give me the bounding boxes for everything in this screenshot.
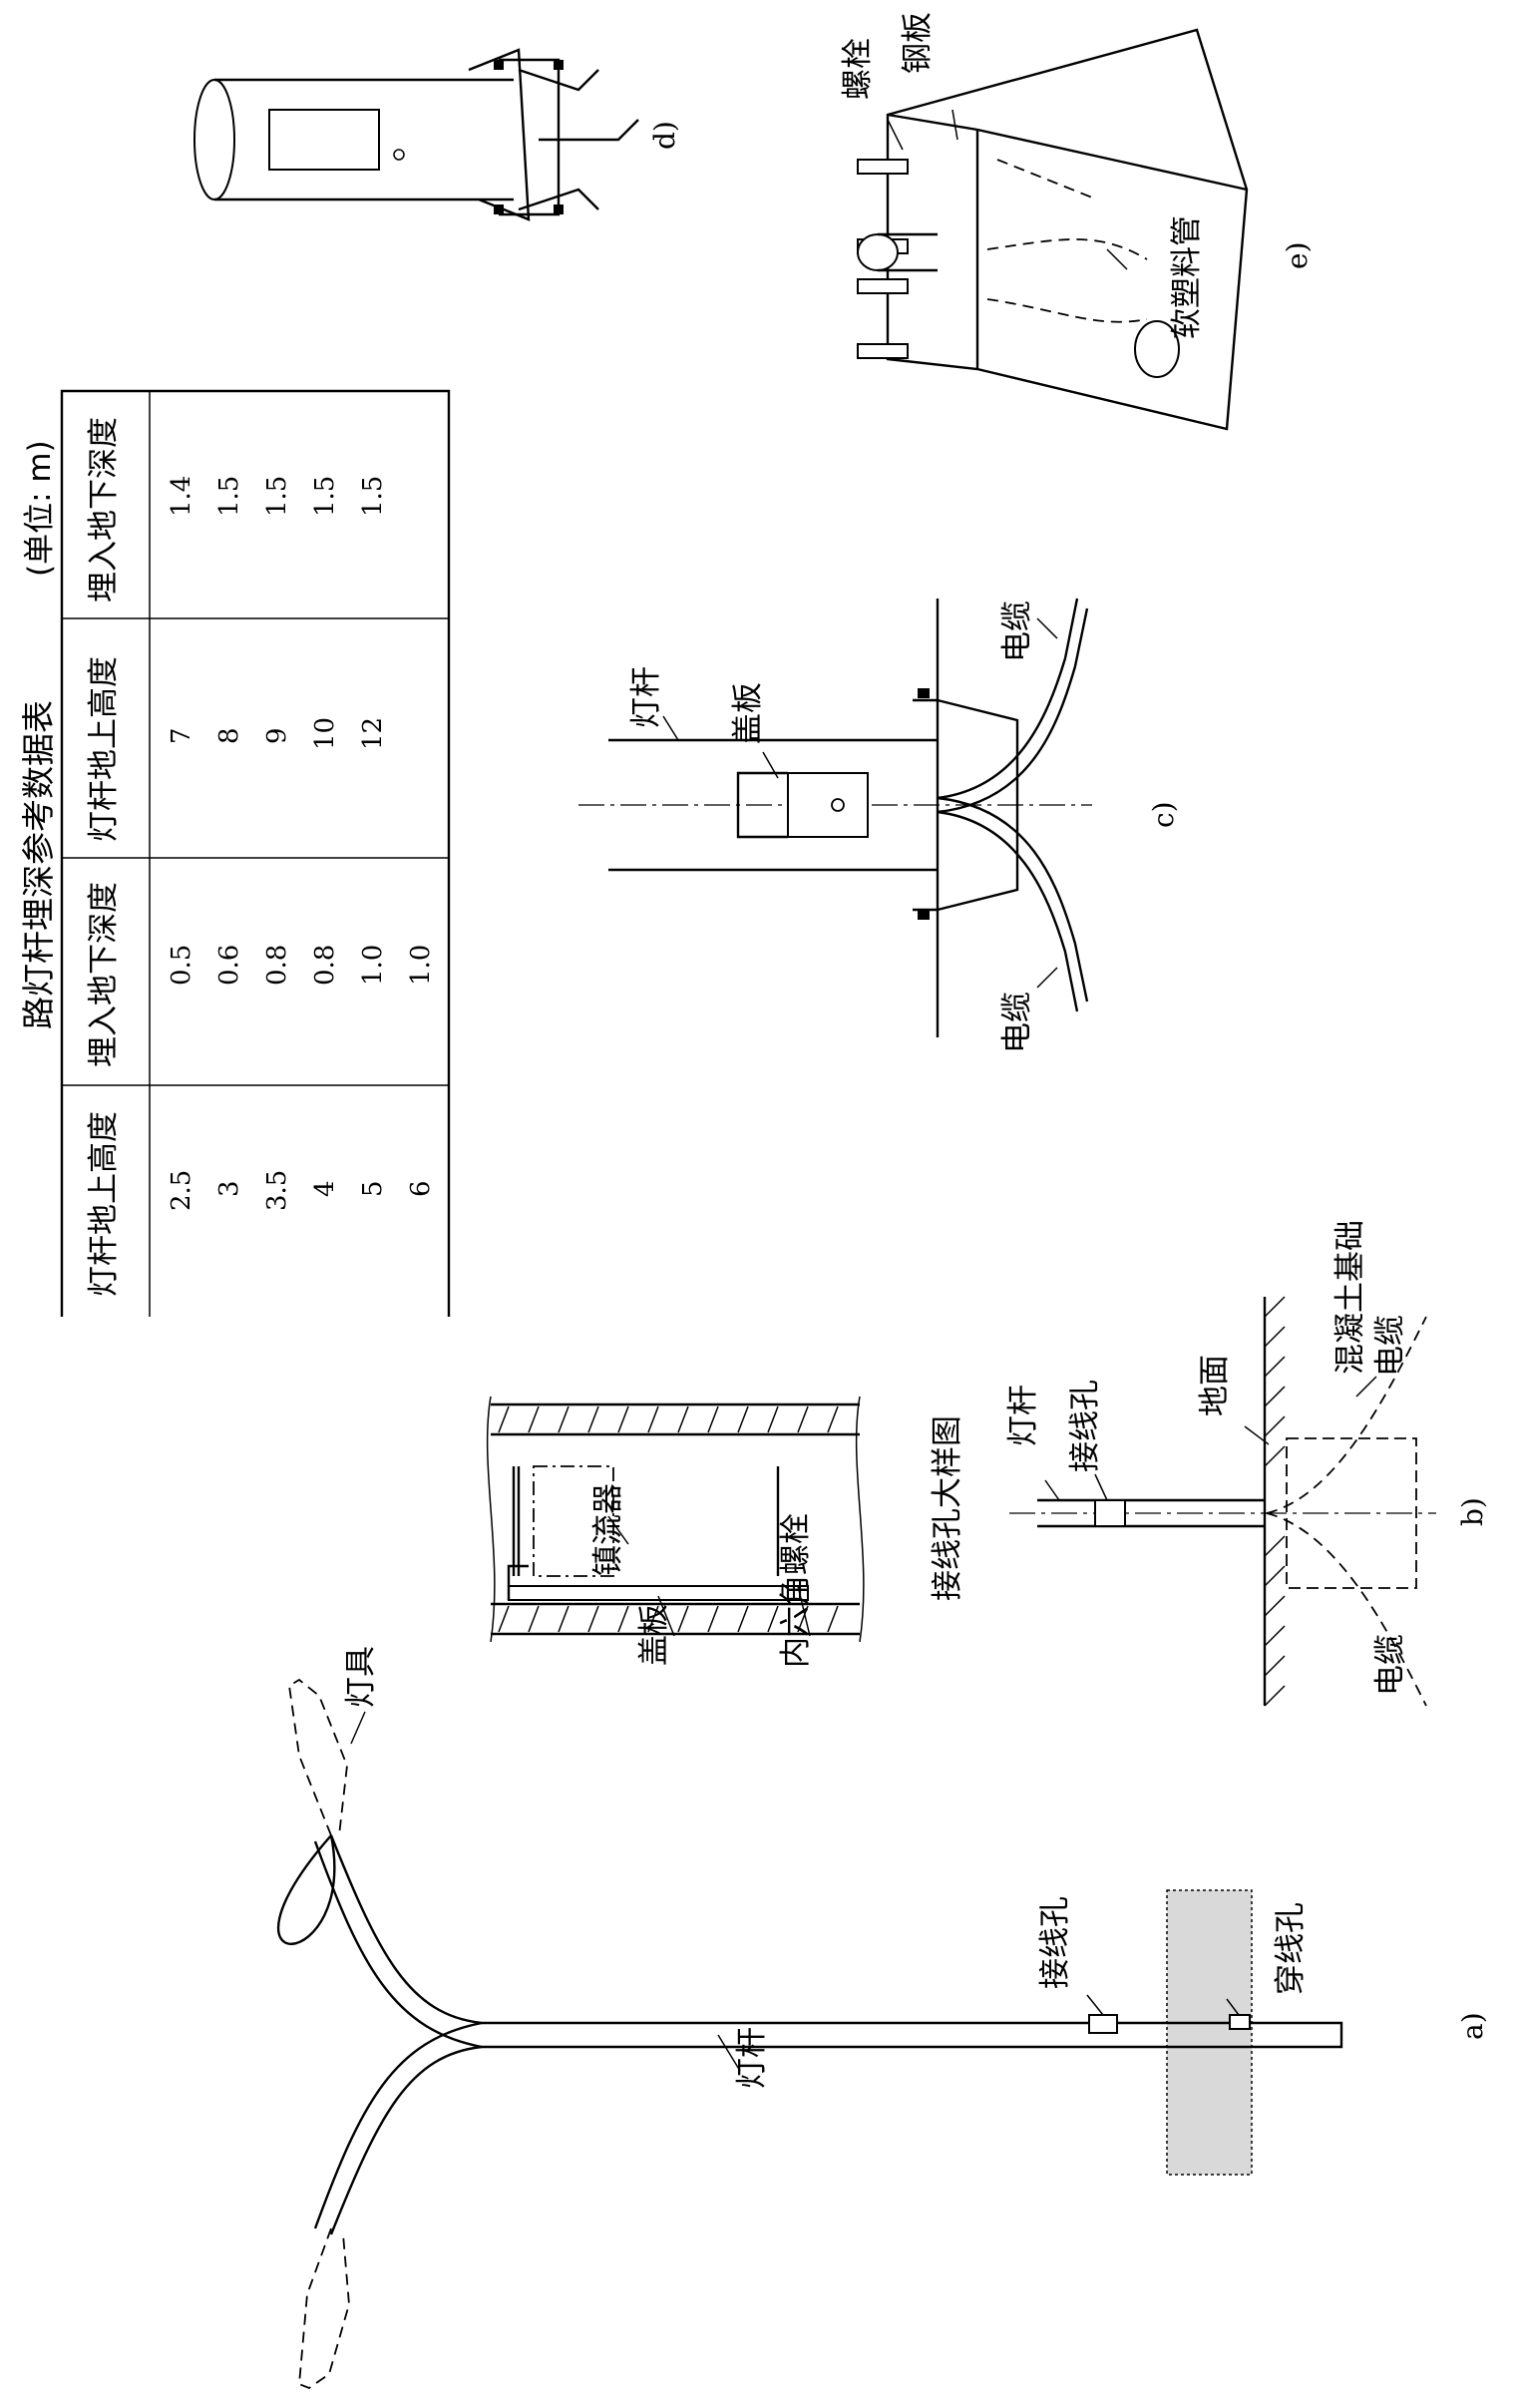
threading-hole xyxy=(1229,2014,1251,2030)
cover-plate-c xyxy=(787,772,869,838)
junction-hole-small xyxy=(1094,1499,1126,1527)
label-pole-c: 灯杆 xyxy=(628,666,664,728)
ballast-box xyxy=(533,1465,614,1577)
label-ballast-b: 镇流器 xyxy=(590,1483,626,1576)
flange-d xyxy=(468,48,531,221)
base-block-c xyxy=(937,698,1019,912)
label-cable-right-b: 电缆 xyxy=(1372,1315,1408,1377)
junction-hole xyxy=(1088,2014,1118,2034)
caption-a: a) xyxy=(1456,2012,1489,2040)
figure-a: 灯杆 灯具 接线孔 穿线孔 a) xyxy=(276,1646,1489,2390)
pole-body xyxy=(482,2021,1343,2049)
table-cell: 0.6 xyxy=(214,945,244,986)
table-cell: 0.8 xyxy=(310,945,340,986)
table-col-right-depths: 1.4 1.5 1.5 1.5 1.5 xyxy=(167,476,388,517)
soil-block xyxy=(1166,1889,1253,2176)
foundation-block xyxy=(1286,1437,1417,1589)
figure-c: 灯杆 盖板 电缆 电缆 c) xyxy=(578,598,1180,1053)
table-cell: 2.5 xyxy=(167,1170,196,1211)
label-steel-plate-e: 钢板 xyxy=(900,12,936,74)
table-col-left-depths: 0.5 0.6 0.8 0.8 1.0 1.0 xyxy=(167,945,436,986)
cable-bottom-c xyxy=(937,810,1079,1012)
cable-right-b xyxy=(1266,1316,1427,1514)
table-cell: 9 xyxy=(262,727,292,744)
cable-top-c xyxy=(937,598,1079,800)
table-cell: 0.5 xyxy=(167,945,196,986)
table-header-0: 灯杆地上高度 xyxy=(86,1111,122,1297)
pole-body-d xyxy=(214,78,514,201)
table-cell: 5 xyxy=(358,1180,388,1197)
table-cell: 0.8 xyxy=(262,945,292,986)
table-cell: 7 xyxy=(167,727,196,744)
table-cell: 1.5 xyxy=(214,476,244,517)
table-col-right-heights: 7 8 9 10 12 xyxy=(167,717,388,750)
table-col-left-heights: 2.5 3 3.5 4 5 6 xyxy=(167,1170,436,1211)
table-cell: 1.5 xyxy=(358,476,388,517)
label-threading-hole-a: 穿线孔 xyxy=(1273,1902,1309,1995)
table-title: 路灯杆埋深参考数据表 xyxy=(19,700,58,1029)
caption-d: d) xyxy=(648,121,681,150)
pole-c xyxy=(608,738,938,872)
pole-arm-lower xyxy=(329,2045,483,2235)
label-hex-bolt-b: 内六角螺栓 xyxy=(778,1513,814,1668)
pole-arm-upper xyxy=(329,1834,483,2025)
table-cell: 1.5 xyxy=(310,476,340,517)
caption-e: e) xyxy=(1281,242,1314,270)
table-header-1: 埋入地下深度 xyxy=(86,882,122,1067)
figure-e: 螺栓 钢板 软塑料管 e) xyxy=(840,12,1314,431)
label-junction-hole-a: 接线孔 xyxy=(1037,1896,1073,1989)
label-cover-b: 盖板 xyxy=(636,1604,672,1666)
label-pole-a: 灯杆 xyxy=(734,2027,770,2089)
figure-d: d) xyxy=(193,48,681,221)
label-pole-b: 灯杆 xyxy=(1005,1385,1041,1446)
caption-c: c) xyxy=(1147,801,1180,828)
label-lamp-a: 灯具 xyxy=(343,1646,379,1708)
table-header-3: 埋入地下深度 xyxy=(86,417,122,602)
table-cell: 1.0 xyxy=(406,945,436,986)
figure-b: 盖板 内六角螺栓 镇流器 接线孔大样图 灯杆 接线孔 地面 混凝土基础 电缆 电… xyxy=(486,1220,1489,1707)
lamp-fixture-bottom xyxy=(298,2227,350,2390)
table-cell: 1.0 xyxy=(358,945,388,986)
label-cable-bottom-c: 电缆 xyxy=(999,992,1035,1053)
center-pipe-e xyxy=(857,233,899,271)
pole-opening-d xyxy=(268,109,380,171)
label-junction-hole-b: 接线孔 xyxy=(1067,1380,1103,1472)
label-cable-top-c: 电缆 xyxy=(999,601,1035,662)
pole-small xyxy=(1037,1498,1265,1528)
label-cover-c: 盖板 xyxy=(730,682,766,744)
label-foundation-b: 混凝土基础 xyxy=(1332,1220,1368,1375)
table-cell: 10 xyxy=(310,717,340,750)
table-header-2: 灯杆地上高度 xyxy=(86,656,122,842)
table-cell: 6 xyxy=(406,1180,436,1197)
label-bolt-e: 螺栓 xyxy=(840,38,876,100)
pole-end-d xyxy=(193,79,235,201)
flex-pipe-e xyxy=(986,238,1148,260)
table-cell: 3 xyxy=(214,1180,244,1197)
table-cell: 4 xyxy=(310,1180,340,1197)
label-ground-b: 地面 xyxy=(1197,1355,1233,1416)
anchor-legs-d xyxy=(518,68,639,211)
pipe-section-walls xyxy=(491,1403,860,1636)
caption-b: b) xyxy=(1456,1497,1489,1526)
label-cable-left-b: 电缆 xyxy=(1372,1634,1408,1696)
label-flex-pipe-e: 软塑料管 xyxy=(1169,215,1205,339)
detail-title-b: 接线孔大样图 xyxy=(930,1415,965,1601)
table-cell: 12 xyxy=(358,717,388,750)
lamp-fixture-top xyxy=(288,1678,348,1836)
table-unit: (单位: m) xyxy=(22,440,58,577)
depth-table: 路灯杆埋深参考数据表 (单位: m) 灯杆地上高度 埋入地下深度 灯杆地上高度 … xyxy=(19,389,451,1317)
table-cell: 8 xyxy=(214,727,244,744)
table-cell: 1.4 xyxy=(167,476,196,517)
table-cell: 1.5 xyxy=(262,476,292,517)
table-cell: 3.5 xyxy=(262,1170,292,1211)
cable-left-b xyxy=(1266,1512,1427,1707)
